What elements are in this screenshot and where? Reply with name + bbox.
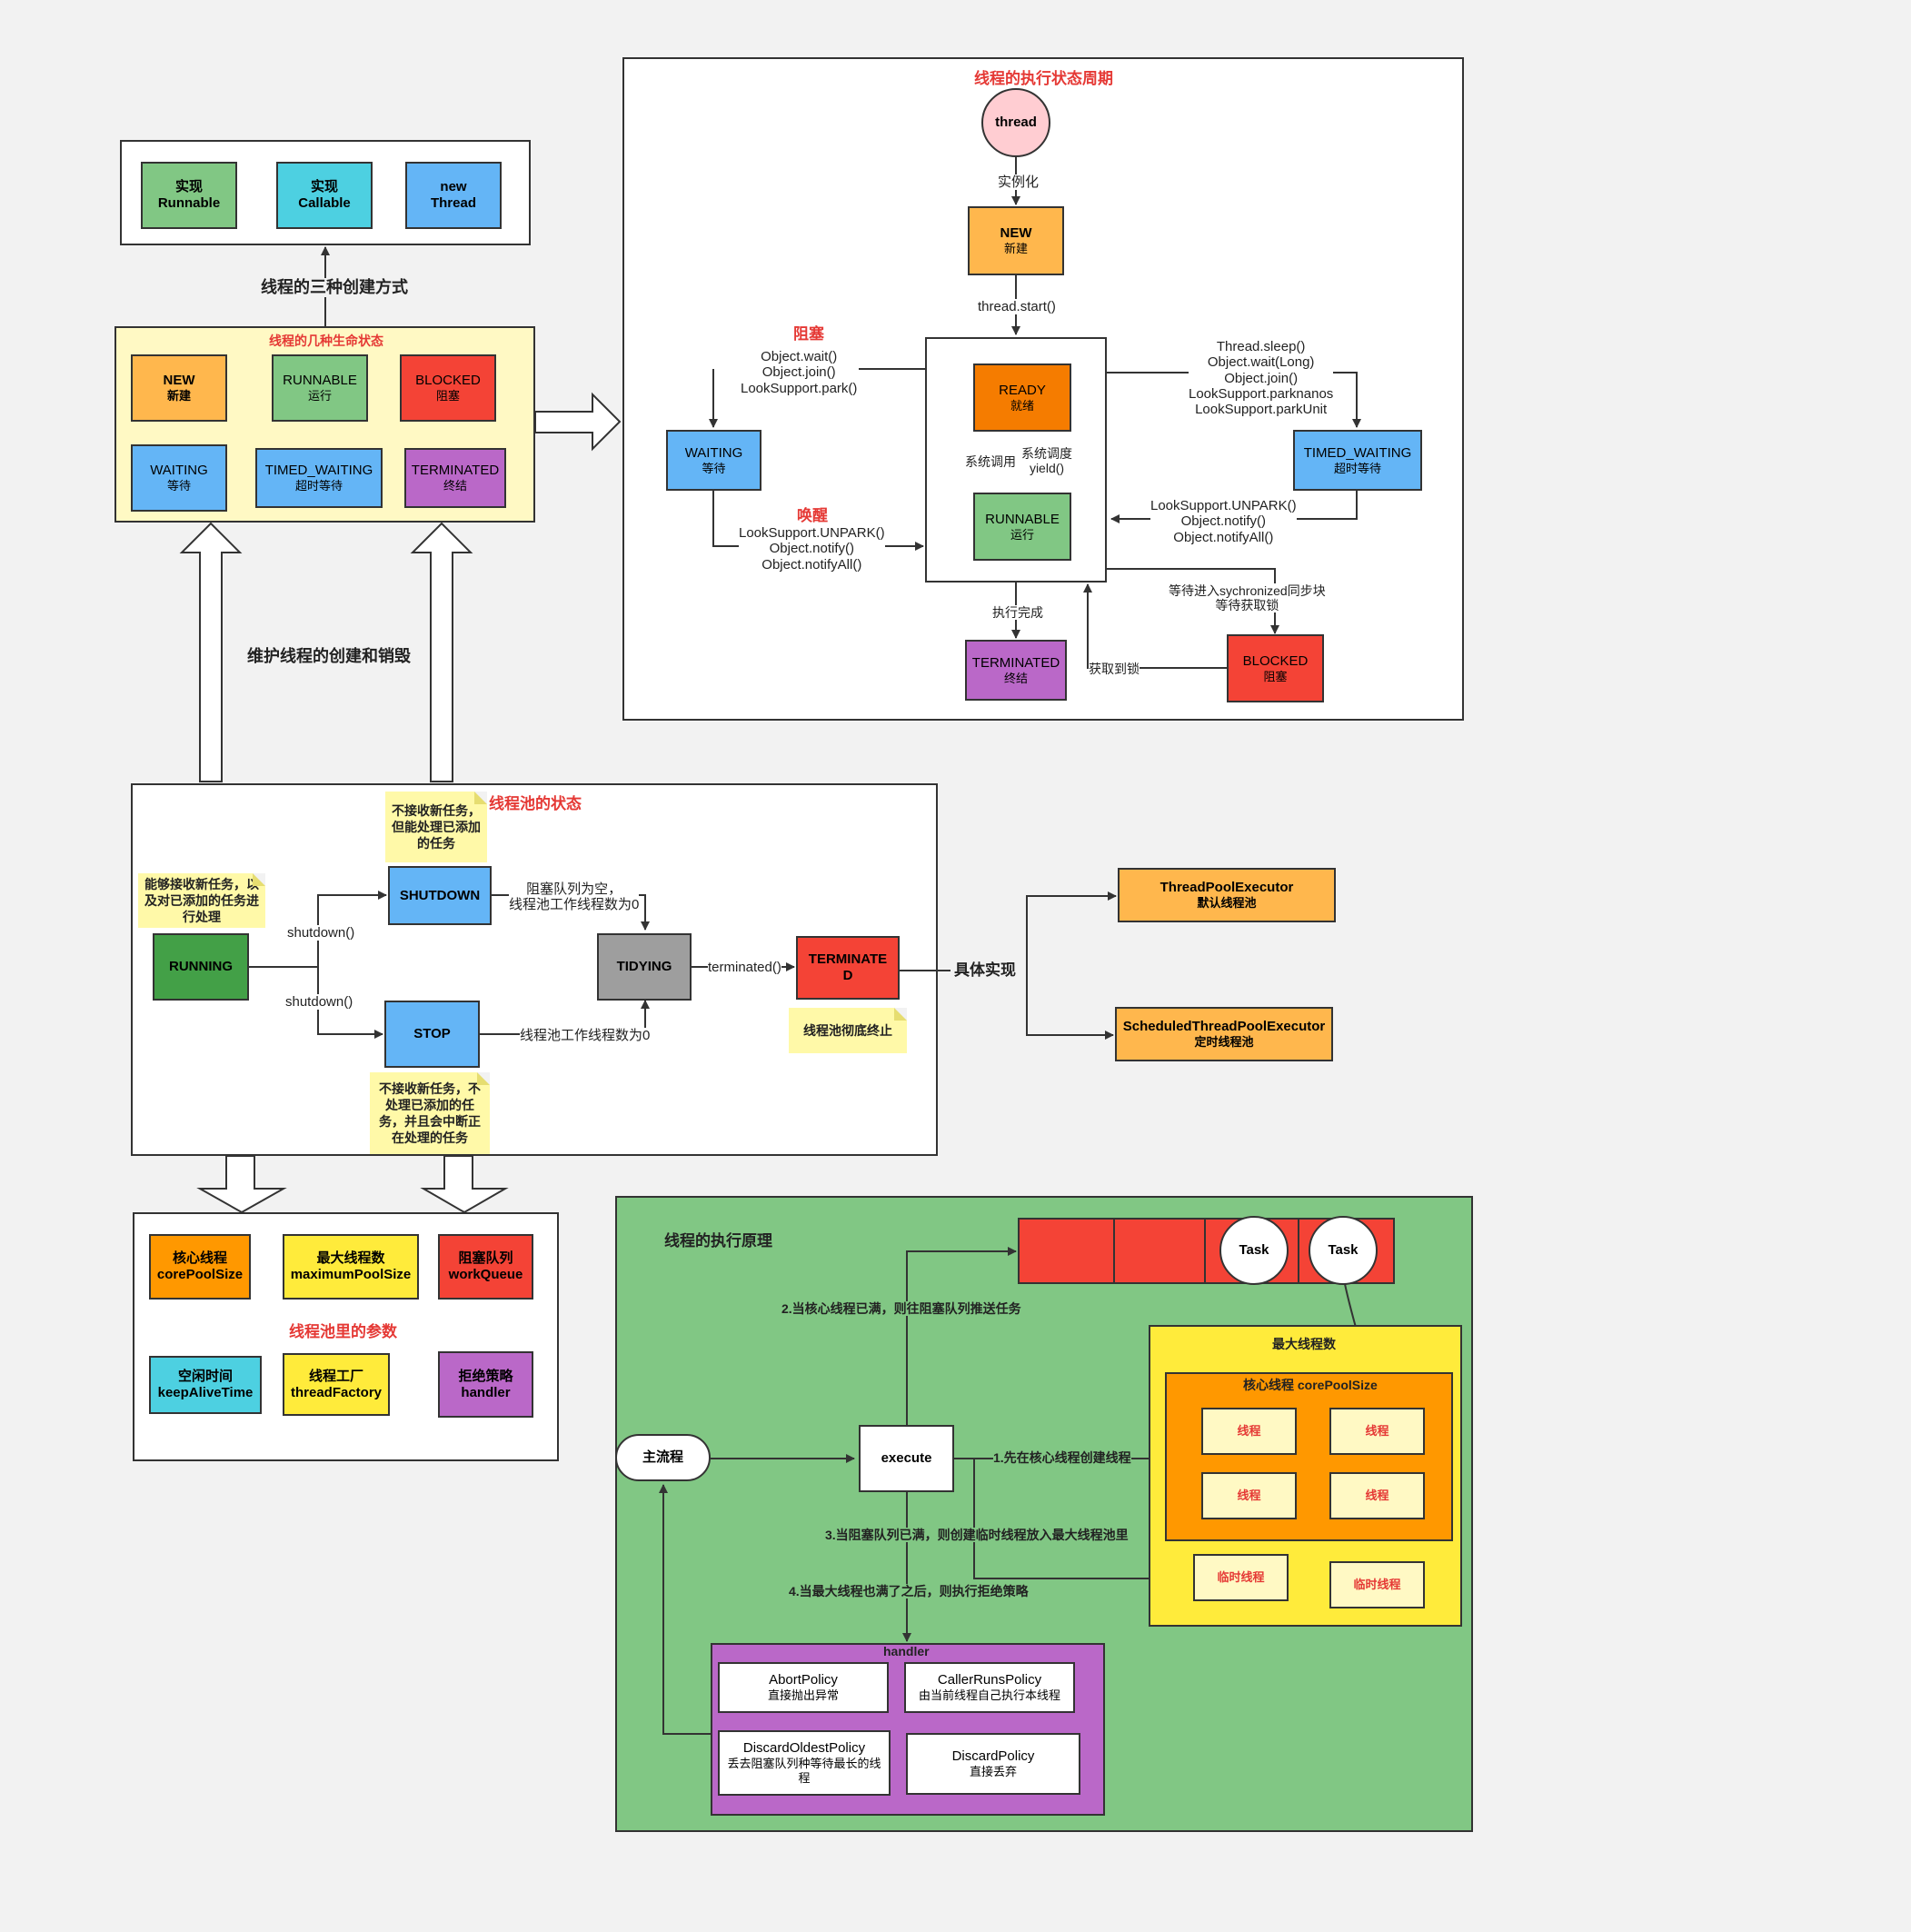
maintain-label: 维护线程的创建和销毁 — [247, 647, 411, 665]
sync-wait-label: 等待进入sychronized同步块等待获取锁 — [1169, 583, 1326, 613]
principle-title: 线程的执行原理 — [664, 1232, 772, 1250]
queue-divider — [1113, 1218, 1115, 1284]
wake-calls: LookSupport.UNPARK()Object.notify()Objec… — [739, 525, 885, 573]
temp-thread-2: 临时线程 — [1329, 1561, 1425, 1608]
done-label: 执行完成 — [992, 605, 1043, 621]
pool-state-title: 线程池的状态 — [489, 795, 582, 812]
cond-empty: 阻塞队列为空，线程池工作线程数为0 — [509, 881, 640, 913]
core-thread-2: 线程 — [1329, 1408, 1425, 1455]
handler-title: handler — [883, 1644, 930, 1658]
lifecycle-title: 线程的几种生命状态 — [269, 334, 383, 348]
terminated-note: 线程池彻底终止 — [789, 1008, 907, 1053]
step4: 4.当最大线程也满了之后，则执行拒绝策略 — [789, 1584, 1029, 1599]
running-note: 能够接收新任务，以及对已添加的任务进行处理 — [138, 873, 265, 928]
exec-title: 线程的执行状态周期 — [974, 70, 1113, 87]
got-lock-label: 获取到锁 — [1089, 662, 1140, 677]
core-thread-4: 线程 — [1329, 1472, 1425, 1519]
thread-node: thread — [981, 88, 1050, 157]
pool-stop: STOP — [384, 1001, 480, 1068]
main-flow: 主流程 — [615, 1434, 711, 1481]
core-thread-1: 线程 — [1201, 1408, 1297, 1455]
params-title: 线程池里的参数 — [289, 1323, 397, 1340]
step3: 3.当阻塞队列已满，则创建临时线程放入最大线程池里 — [825, 1528, 1129, 1543]
core-thread-3: 线程 — [1201, 1472, 1297, 1519]
shutdown-call-1: shutdown() — [287, 925, 355, 941]
timed-calls: Thread.sleep()Object.wait(Long)Object.jo… — [1189, 339, 1334, 418]
shutdown-note: 不接收新任务，但能处理已添加的任务 — [385, 792, 487, 862]
stop-note: 不接收新任务，不处理已添加的任务，并且会中断正在处理的任务 — [370, 1072, 490, 1154]
execute-node: execute — [859, 1425, 954, 1492]
terminated-call: terminated() — [708, 960, 781, 976]
queue-divider — [1204, 1218, 1206, 1284]
start-label: thread.start() — [978, 299, 1056, 315]
cond-zero: 线程池工作线程数为0 — [520, 1028, 651, 1044]
pool-running: RUNNING — [153, 933, 249, 1001]
block-calls: Object.wait()Object.join()LookSupport.pa… — [741, 349, 858, 396]
block-title: 阻塞 — [793, 325, 824, 343]
pool-terminated: TERMINATED — [796, 936, 900, 1000]
task-1: Task — [1219, 1216, 1289, 1285]
instantiate-label: 实例化 — [998, 174, 1040, 191]
queue-divider — [1298, 1218, 1299, 1284]
sys-call-label: 系统调用 — [965, 454, 1016, 470]
task-2: Task — [1309, 1216, 1378, 1285]
timed-wake-calls: LookSupport.UNPARK()Object.notify()Objec… — [1150, 498, 1297, 545]
shutdown-call-2: shutdown() — [285, 994, 353, 1011]
wake-title: 唤醒 — [797, 507, 828, 524]
step1: 1.先在核心线程创建线程 — [993, 1450, 1131, 1466]
pool-shutdown: SHUTDOWN — [388, 866, 492, 925]
temp-thread-1: 临时线程 — [1193, 1554, 1289, 1601]
pool-tidying: TIDYING — [597, 933, 692, 1001]
max-pool-title: 最大线程数 — [1272, 1337, 1336, 1351]
core-pool-title: 核心线程 corePoolSize — [1243, 1378, 1378, 1392]
creation-title: 线程的三种创建方式 — [257, 278, 412, 297]
impl-label: 具体实现 — [954, 961, 1016, 980]
step2: 2.当核心线程已满，则往阻塞队列推送任务 — [781, 1301, 1021, 1317]
